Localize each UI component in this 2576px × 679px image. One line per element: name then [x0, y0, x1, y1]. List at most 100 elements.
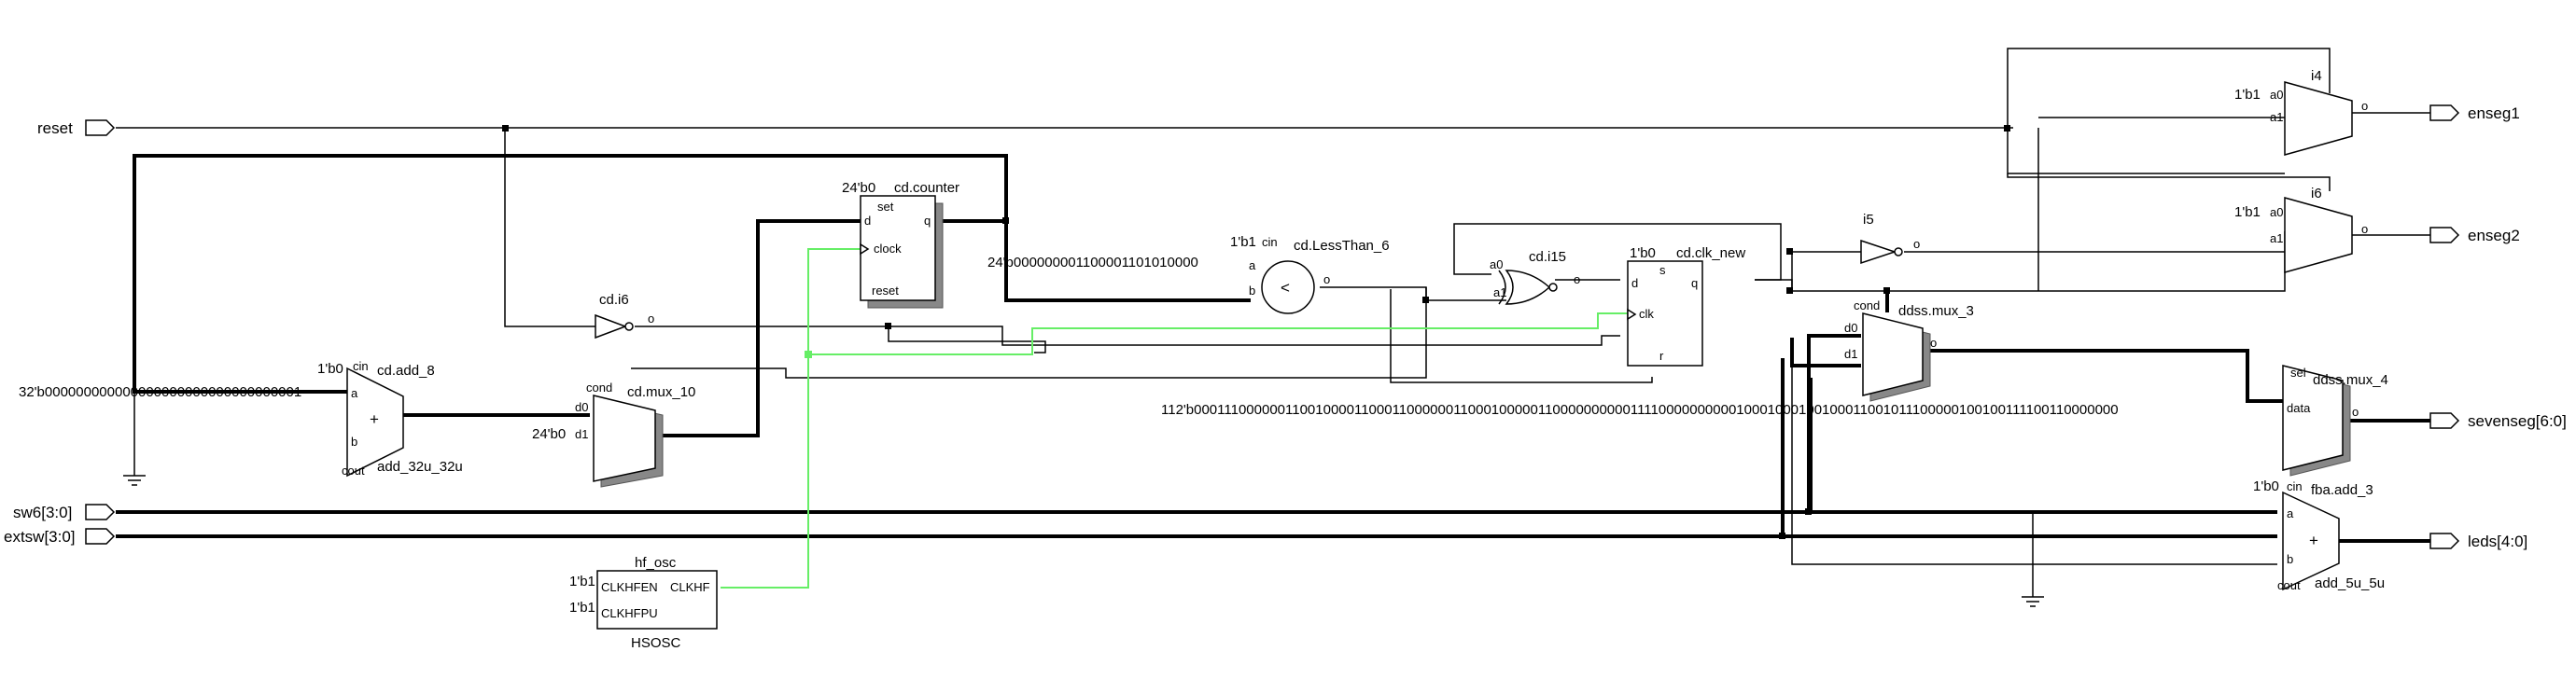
- counter-clock-pin: clock: [874, 242, 902, 256]
- lt-b-pin: b: [1249, 284, 1255, 298]
- wire-reset-to-i6[interactable]: [504, 128, 595, 327]
- counter-set-pin: set: [877, 200, 894, 214]
- mux4-o-pin: o: [2352, 405, 2359, 419]
- lt-cin-const: 1'b1: [1230, 234, 1256, 250]
- mux10-d1-const: 24'b0: [532, 426, 566, 442]
- add3-name: fba.add_3: [2311, 482, 2373, 498]
- add3-cin-const: 1'b0: [2253, 478, 2279, 494]
- mux10-d1-pin: d1: [575, 427, 588, 441]
- wire-clock-osc[interactable]: [721, 248, 861, 589]
- i6mux-a0-const: 1'b1: [2234, 204, 2261, 220]
- mux4-name: ddss.mux_4: [2313, 372, 2388, 388]
- i6mux-o-pin: o: [2361, 222, 2368, 236]
- clknew-clk-pin: clk: [1639, 307, 1654, 321]
- bus-counter-feedback[interactable]: [133, 154, 1008, 394]
- cell-cd-counter[interactable]: 24'b0 cd.counter set d q clock reset: [842, 180, 959, 309]
- cell-i4[interactable]: 1'b1 a0 a1 i4 o: [2234, 68, 2368, 156]
- port-reset[interactable]: reset: [37, 119, 116, 137]
- port-leds-label: leds[4:0]: [2468, 533, 2527, 550]
- wire-counter-reset[interactable]: [888, 326, 1046, 353]
- port-sw6-label: sw6[3:0]: [13, 504, 72, 521]
- port-leds[interactable]: leds[4:0]: [2429, 533, 2527, 550]
- wire-lt-out[interactable]: [1320, 286, 1506, 301]
- clknew-q-pin: q: [1691, 276, 1698, 290]
- add8-cin-const: 1'b0: [317, 361, 343, 377]
- cell-cd-i15[interactable]: cd.i15 a0 a1 o: [1490, 249, 1580, 305]
- i5-name: i5: [1863, 212, 1874, 228]
- i15-a0-pin: a0: [1490, 257, 1503, 271]
- port-extsw[interactable]: extsw[3:0]: [4, 528, 116, 546]
- i6mux-name: i6: [2311, 186, 2322, 201]
- clknew-s-pin: s: [1659, 263, 1666, 277]
- wire-i6-out[interactable]: [635, 326, 1620, 346]
- wire-clk-to-i6a1[interactable]: [1867, 231, 2286, 292]
- clknew-s-const: 1'b0: [1630, 245, 1656, 261]
- cell-i5[interactable]: i5 o: [1860, 212, 1920, 265]
- mux4-data-pin: data: [2287, 401, 2311, 415]
- port-enseg2-label: enseg2: [2468, 227, 2520, 244]
- wire-i6-sel[interactable]: [2007, 173, 2331, 191]
- i4-name: i4: [2311, 68, 2322, 84]
- const-112bit: 112'b00011100000011001000011000110000001…: [1161, 402, 2119, 418]
- ground-icon: [2022, 596, 2044, 607]
- port-enseg2[interactable]: enseg2: [2429, 227, 2520, 244]
- cell-cd-mux-10[interactable]: cond d0 d1 24'b0 cd.mux_10: [532, 381, 695, 488]
- clknew-r-pin: r: [1659, 349, 1664, 363]
- port-sevenseg[interactable]: sevenseg[6:0]: [2429, 412, 2567, 430]
- i6-name: cd.i6: [599, 292, 629, 308]
- wire-r-net[interactable]: [1390, 289, 1653, 383]
- i15-o-pin: o: [1574, 272, 1580, 286]
- hfosc-type: HSOSC: [631, 635, 681, 651]
- cell-ddss-mux-3[interactable]: cond d0 d1 ddss.mux_3 o: [1844, 298, 1974, 402]
- mux10-name: cd.mux_10: [627, 384, 695, 400]
- cell-cd-clk-new[interactable]: 1'b0 cd.clk_new s d q clk r: [1627, 245, 1745, 367]
- counter-set-const: 24'b0: [842, 180, 875, 196]
- add8-name: cd.add_8: [377, 363, 435, 379]
- i6mux-a1-pin: a1: [2270, 231, 2283, 245]
- add3-b-pin: b: [2287, 552, 2293, 566]
- cell-hf-osc[interactable]: hf_osc 1'b1 1'b1 CLKHFEN CLKHFPU CLKHF H…: [569, 555, 718, 651]
- bus-mux-to-counter[interactable]: [655, 219, 861, 437]
- wire-reset-i4-sel[interactable]: [2007, 48, 2331, 128]
- hfosc-name: hf_osc: [635, 555, 677, 571]
- i6-o-pin: o: [648, 312, 654, 326]
- wires: [116, 48, 2430, 597]
- cell-fba-add-3[interactable]: 1'b0 cin fba.add_3 a b + cout add_5u_5u: [2253, 478, 2385, 592]
- port-sw6[interactable]: sw6[3:0]: [13, 504, 116, 521]
- const-24bit: 24'b000000001100001101010000: [987, 255, 1198, 270]
- add3-type: add_5u_5u: [2315, 575, 2385, 591]
- cell-ddss-mux-4[interactable]: sel data ddss.mux_4 o: [2282, 365, 2388, 477]
- wire-clock-to-clknew[interactable]: [808, 312, 1628, 355]
- mux3-name: ddss.mux_3: [1898, 303, 1974, 319]
- add8-a-pin: a: [351, 386, 358, 400]
- mux10-d0-pin: d0: [575, 400, 588, 414]
- port-extsw-label: extsw[3:0]: [4, 528, 76, 546]
- port-enseg1[interactable]: enseg1: [2429, 104, 2520, 122]
- bus-mux3-out[interactable]: [1923, 349, 2283, 403]
- i4-a0-pin: a0: [2270, 88, 2283, 102]
- port-reset-label: reset: [37, 119, 73, 137]
- wire-add3-b[interactable]: [1791, 338, 2277, 565]
- wire-clknew-q[interactable]: [1755, 279, 1867, 292]
- lt-a-pin: a: [1249, 258, 1256, 272]
- add3-cin-pin: cin: [2287, 479, 2303, 493]
- i15-a1-pin: a1: [1493, 285, 1506, 299]
- bus-counter-to-lessthan[interactable]: [936, 219, 1251, 302]
- counter-reset-pin: reset: [872, 284, 899, 298]
- wire-lt-to-mux-cond[interactable]: [631, 287, 1427, 379]
- cell-cd-add-8[interactable]: 1'b0 cin a b cout + cd.add_8 add_32u_32u: [317, 359, 463, 478]
- cell-i6-mux[interactable]: 1'b1 a0 a1 i6 o: [2234, 186, 2368, 273]
- hfosc-pu-pin: CLKHFPU: [601, 606, 658, 620]
- cell-cd-lessthan-6[interactable]: < 1'b1 cin cd.LessThan_6 a b o: [1230, 234, 1390, 314]
- mux4-sel-pin: sel: [2290, 366, 2306, 380]
- cell-cd-i6[interactable]: cd.i6 o: [595, 292, 654, 340]
- hfosc-en-const: 1'b1: [569, 574, 595, 589]
- add8-type: add_32u_32u: [377, 459, 463, 475]
- clknew-d-pin: d: [1631, 276, 1638, 290]
- i6mux-a0-pin: a0: [2270, 205, 2283, 219]
- wire-reset-to-i4[interactable]: [2007, 128, 2285, 174]
- lt-o-pin: o: [1323, 272, 1330, 286]
- bus-sw6-to-mux3[interactable]: [1807, 334, 1861, 512]
- mux3-o-pin: o: [1930, 336, 1937, 350]
